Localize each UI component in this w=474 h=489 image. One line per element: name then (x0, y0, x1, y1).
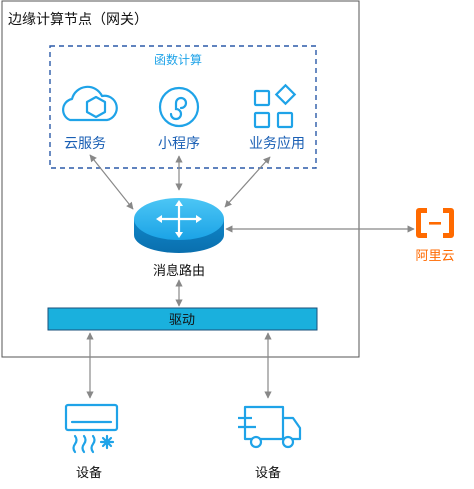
gateway-box (1, 0, 360, 358)
cloud-service-label: 云服务 (64, 136, 106, 152)
aliyun-label: 阿里云 (415, 249, 454, 264)
device-2-label: 设备 (255, 465, 281, 481)
aliyun-logo-icon (416, 208, 454, 238)
arrow-app-router (224, 156, 271, 208)
function-compute-title: 函数计算 (154, 52, 202, 67)
business-app-label: 业务应用 (249, 135, 305, 152)
mini-program-icon (158, 86, 200, 128)
air-conditioner-icon (64, 403, 119, 454)
business-app-icon (253, 83, 297, 129)
arrow-cloud-router (89, 154, 134, 210)
message-router-icon (134, 198, 224, 253)
driver-label: 驱动 (169, 313, 195, 328)
message-router-label: 消息路由 (153, 263, 205, 279)
gateway-title: 边缘计算节点（网关） (8, 12, 148, 28)
function-compute-box (49, 45, 317, 169)
delivery-truck-icon (238, 405, 302, 449)
mini-program-label: 小程序 (158, 136, 200, 152)
device-1-label: 设备 (76, 465, 102, 481)
driver-bar (47, 307, 318, 331)
cloud-service-icon (62, 85, 118, 122)
